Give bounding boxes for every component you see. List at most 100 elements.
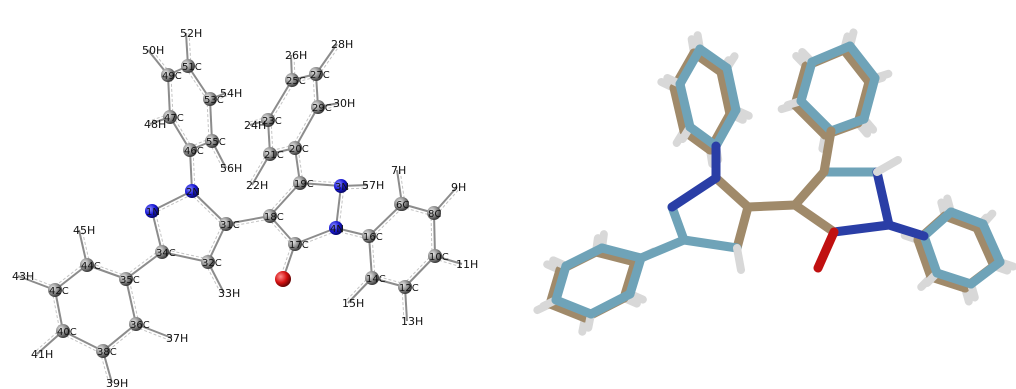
bond-shadow-42-40 (51, 290, 61, 332)
bond-shadow-31-32 (204, 222, 224, 261)
conformer-a-pn-bond-5 (913, 235, 936, 282)
atom-23c-label: 23C (262, 116, 282, 127)
atom-36c: 36C (129, 317, 150, 331)
atom-20c-label: 20C (289, 144, 309, 155)
atom-21c-label: 21C (264, 150, 284, 161)
atom-53c: 53C (203, 92, 224, 106)
atom-46c-ball (183, 143, 197, 157)
atom-44c-label: 44C (81, 261, 101, 272)
conformer-a-pr-bond-3 (839, 45, 874, 87)
atom-26h-label: 26H (285, 49, 307, 62)
atom-36c-ball (129, 317, 143, 331)
conformer-b-pt-bond-4 (675, 79, 695, 132)
conformer-a-pt-bond-4 (669, 83, 689, 136)
bond-40-38 (62, 330, 104, 352)
bond-shadow-40-38 (61, 333, 102, 355)
atom-57h-label: 57H (362, 179, 384, 192)
atom-55c-label: 55C (206, 137, 226, 148)
atom-8c: 8C (427, 206, 441, 220)
atom-27c-ball (309, 67, 323, 81)
atom-22h: 22H (246, 179, 268, 192)
atom-28h-label: 28H (331, 38, 353, 51)
bond-53-55 (209, 98, 213, 142)
atom-48h: 48H (144, 118, 166, 131)
bond-2-31 (191, 190, 227, 225)
atom-o (275, 271, 291, 287)
atom-19c: 19C (293, 176, 314, 190)
atom-41h-label: 41H (31, 348, 53, 361)
atom-26h: 26H (285, 49, 307, 62)
conformer-b-pn-bond-3 (966, 257, 1005, 289)
bond-shadow-34-35 (123, 249, 161, 278)
atom-7h: 7H (391, 164, 406, 177)
overlay-stick-panel (533, 28, 1016, 336)
bond-1-2 (151, 190, 193, 212)
bond-shadow-23-25 (270, 81, 296, 122)
core-c3-h (733, 244, 745, 274)
core-n8-h (873, 156, 902, 176)
atom-47c-label: 47C (164, 113, 184, 124)
atom-54h-label: 54H (220, 87, 242, 100)
atom-51c: 51C (181, 59, 202, 73)
conformer-b-pl-bond-2 (551, 261, 571, 305)
bond-32-34 (161, 251, 209, 263)
bond-shadow-49-51 (169, 68, 190, 79)
atom-35c: 35C (119, 272, 140, 286)
bond-23-25 (267, 79, 293, 121)
atom-30h-label: 30H (333, 97, 355, 110)
bond-shadow-29-20 (291, 105, 316, 147)
conformer-b-pr-bond-1 (796, 57, 817, 106)
atom-6c: 6C (395, 197, 409, 211)
atom-2n: 2N (185, 184, 200, 198)
conformer-b-pt-bond-3 (675, 44, 705, 89)
conformer-b-pl-bond-0 (597, 243, 646, 263)
atom-19c-ball (293, 176, 307, 190)
atom-8c-label: 8C (428, 209, 441, 220)
atom-16c-label: 16C (363, 232, 383, 243)
atom-49c: 49C (161, 68, 182, 82)
atom-22h-label: 22H (246, 179, 268, 192)
atom-38c-ball (96, 344, 110, 358)
conformer-b-pl-bond-1 (561, 243, 607, 271)
atom-13h: 13H (401, 315, 423, 328)
core-c6-c7 (790, 167, 829, 210)
atom-53c-label: 53C (204, 95, 224, 106)
bond-shadow-16-6 (370, 205, 405, 239)
conformer-b-pl-bond-5 (625, 253, 646, 299)
atom-49c-ball (161, 68, 175, 82)
conformer-b-pr-bond-2 (807, 41, 855, 67)
atom-6c-label: 6C (396, 200, 409, 211)
atom-16c-ball (362, 229, 376, 243)
atom-15h: 15H (342, 297, 364, 310)
atom-45h-label: 45H (73, 224, 95, 237)
atom-4n: 4N (329, 221, 344, 235)
bond-shadow-4-3 (338, 186, 345, 229)
atom-39h: 39H (106, 377, 128, 389)
atom-31c-label: 31C (220, 220, 240, 231)
atom-41h: 41H (31, 348, 53, 361)
bond-10-12 (404, 255, 436, 288)
link-c4-ring (636, 235, 689, 263)
bond-19-18 (269, 182, 301, 217)
conformer-b-pn-bond-4 (932, 268, 976, 289)
atom-57h: 57H (362, 179, 384, 192)
conformer-b-pn-bond-2 (978, 219, 1005, 267)
ball-and-stick-panel: 1N2N3N4N5C6C7H8C9H10C11H12C13H14C15H16C1… (12, 27, 478, 389)
bond-shadow-3-19 (300, 179, 342, 184)
atom-8c-ball (427, 206, 441, 220)
core-n5-n1 (667, 173, 721, 212)
bond-shadow-38-36 (104, 325, 139, 354)
atom-34c-ball (155, 245, 169, 259)
atom-17c-label: 17C (289, 240, 309, 251)
bond-17-4 (294, 227, 337, 245)
atom-3n-ball (334, 179, 348, 193)
atom-28h: 28H (331, 38, 353, 51)
bond-shadow-55-46 (188, 137, 212, 148)
atom-53c-ball (203, 92, 217, 106)
bond-shadow-47-48 (148, 113, 170, 122)
atom-18c-label: 18C (264, 212, 284, 223)
bond-29-20 (294, 106, 319, 149)
bond-36-35 (125, 278, 137, 325)
conformer-b-pt-bond-2 (695, 44, 732, 73)
